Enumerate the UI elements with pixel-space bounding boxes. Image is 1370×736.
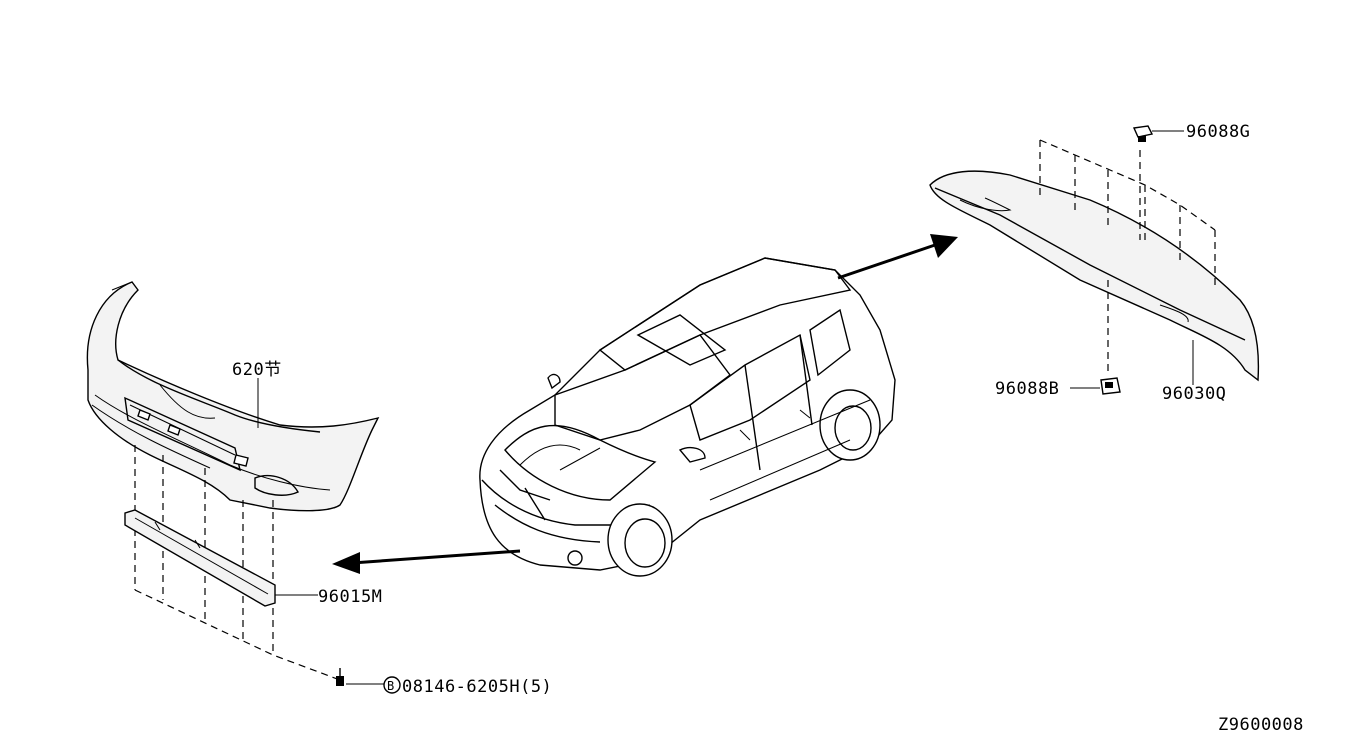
bolt-icon bbox=[336, 668, 344, 686]
clip-bottom-icon bbox=[1100, 377, 1121, 395]
clip-bottom-label: 96088B bbox=[995, 379, 1059, 399]
front-lower-spoiler[interactable] bbox=[124, 509, 276, 607]
front-bumper[interactable] bbox=[86, 281, 380, 512]
bolt-marker-icon: B bbox=[383, 676, 401, 694]
bolt-label: 08146-6205H(5) bbox=[402, 677, 552, 697]
car-illustration bbox=[479, 257, 896, 577]
front-bumper-label: 620节 bbox=[232, 360, 282, 380]
rear-spoiler-label: 96030Q bbox=[1162, 384, 1226, 404]
svg-text:B: B bbox=[387, 679, 394, 693]
rear-guide-lines bbox=[1039, 139, 1216, 375]
arrow-to-rear bbox=[837, 234, 958, 280]
diagram-code: Z9600008 bbox=[1218, 715, 1304, 735]
arrow-to-front bbox=[332, 549, 521, 574]
clip-top-icon bbox=[1132, 125, 1154, 142]
rear-spoiler[interactable] bbox=[929, 170, 1260, 382]
clip-top-label: 96088G bbox=[1186, 122, 1250, 142]
front-spoiler-label: 96015M bbox=[318, 587, 382, 607]
